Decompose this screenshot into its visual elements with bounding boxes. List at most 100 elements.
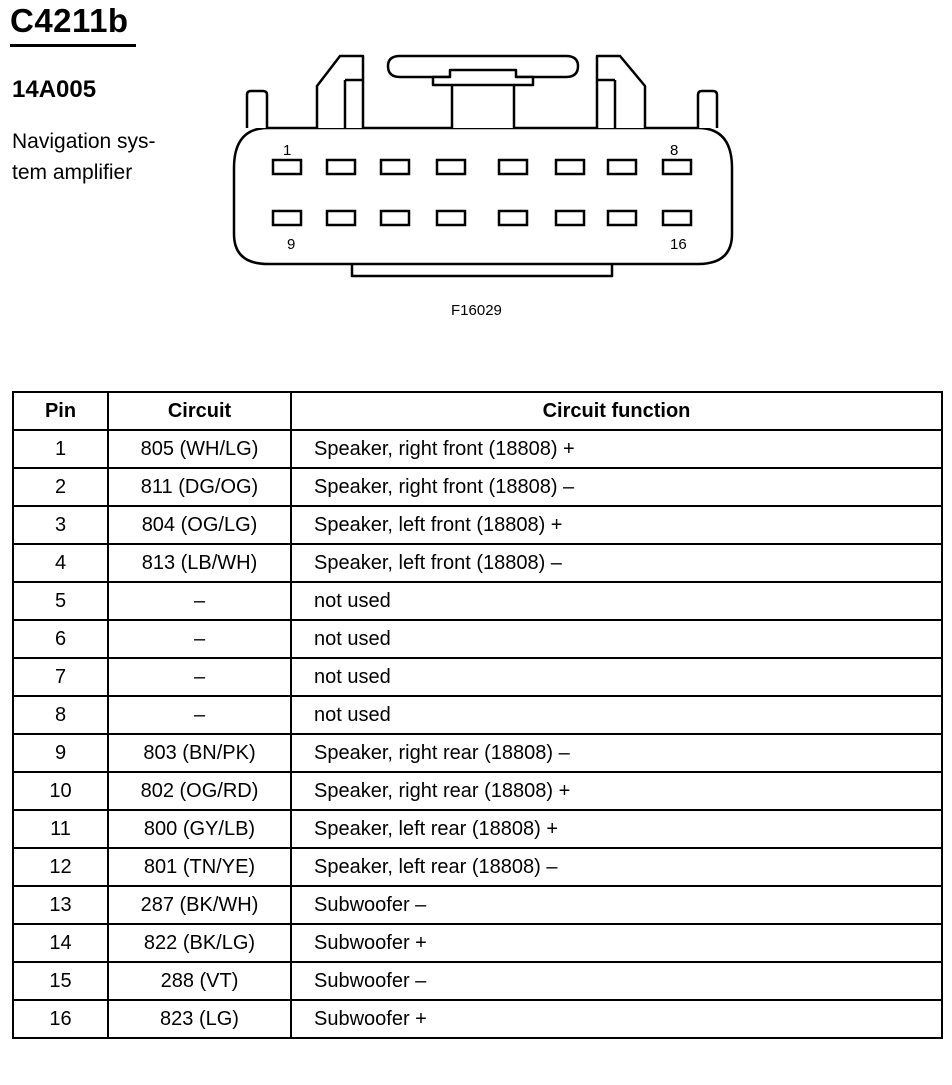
pin-cell: 7 [12,657,109,697]
pin-cell: 12 [12,847,109,887]
circuit-cell: – [107,695,292,735]
connector-center-lock [431,68,535,128]
circuit-cell: – [107,619,292,659]
circuit-cell: – [107,657,292,697]
table-row: 7–not used [12,657,943,697]
table-row: 8–not used [12,695,943,735]
pin-cell: 4 [12,543,109,583]
pin-label-16: 16 [670,236,687,253]
table-header-row: Pin Circuit Circuit function [12,391,943,431]
connector-face-diagram: 1 8 9 16 [232,54,734,278]
pin-cavity [497,209,529,227]
connector-id: C4211b [10,2,129,39]
function-cell: Subwoofer + [290,923,943,963]
pin-cavity [606,158,638,176]
circuit-cell: 823 (LG) [107,999,292,1039]
circuit-cell: 811 (DG/OG) [107,467,292,507]
pin-cell: 13 [12,885,109,925]
header-pin: Pin [12,391,109,431]
circuit-cell: 803 (BN/PK) [107,733,292,773]
pin-cell: 3 [12,505,109,545]
pin-cavity [606,209,638,227]
function-cell: not used [290,581,943,621]
circuit-cell: 802 (OG/RD) [107,771,292,811]
function-cell: Speaker, left rear (18808) + [290,809,943,849]
function-cell: not used [290,657,943,697]
function-cell: Speaker, left front (18808) + [290,505,943,545]
header-circuit-function: Circuit function [290,391,943,431]
header-circuit: Circuit [107,391,292,431]
connector-left-ear [245,89,269,128]
pin-cavity [271,158,303,176]
connector-right-ear [696,89,719,128]
pin-cell: 11 [12,809,109,849]
figure-number: F16029 [451,302,502,319]
pin-cell: 10 [12,771,109,811]
circuit-cell: 813 (LB/WH) [107,543,292,583]
pin-cavity [379,209,411,227]
function-cell: Subwoofer + [290,999,943,1039]
connector-id-underline [10,44,136,47]
pin-cell: 9 [12,733,109,773]
pin-cell: 15 [12,961,109,1001]
circuit-cell: 288 (VT) [107,961,292,1001]
description-line: tem amplifier [12,161,133,184]
function-cell: not used [290,619,943,659]
function-cell: Subwoofer – [290,885,943,925]
function-cell: not used [290,695,943,735]
connector-body [232,126,734,266]
circuit-cell: 822 (BK/LG) [107,923,292,963]
table-row: 6–not used [12,619,943,659]
circuit-cell: – [107,581,292,621]
pin-cell: 6 [12,619,109,659]
pin-cell: 16 [12,999,109,1039]
pin-cavity [661,209,693,227]
pin-cavity [554,209,586,227]
connector-right-latch [595,54,647,128]
pin-cavity [435,209,467,227]
pin-cell: 1 [12,429,109,469]
pin-cavity [554,158,586,176]
table-row: 5–not used [12,581,943,621]
function-cell: Subwoofer – [290,961,943,1001]
pin-label-8: 8 [670,142,678,159]
function-cell: Speaker, right rear (18808) + [290,771,943,811]
pin-cell: 14 [12,923,109,963]
pin-cavity [379,158,411,176]
pin-cavity [435,158,467,176]
pin-cell: 2 [12,467,109,507]
connector-bottom-tab [350,262,614,278]
pin-cavity [661,158,693,176]
description-line: Navigation sys- [12,130,156,153]
circuit-cell: 804 (OG/LG) [107,505,292,545]
function-cell: Speaker, right rear (18808) – [290,733,943,773]
pin-cavity [497,158,529,176]
pin-label-1: 1 [283,142,291,159]
pin-cavity [325,158,357,176]
pin-label-9: 9 [287,236,295,253]
circuit-cell: 800 (GY/LB) [107,809,292,849]
circuit-cell: 801 (TN/YE) [107,847,292,887]
function-cell: Speaker, right front (18808) + [290,429,943,469]
pin-cavity [325,209,357,227]
circuit-cell: 805 (WH/LG) [107,429,292,469]
part-number: 14A005 [12,76,97,103]
pin-cavity [271,209,303,227]
connector-description: Navigation sys- tem amplifier [12,126,156,188]
connector-lock-bar [386,54,580,79]
function-cell: Speaker, right front (18808) – [290,467,943,507]
circuit-cell: 287 (BK/WH) [107,885,292,925]
pin-cell: 8 [12,695,109,735]
